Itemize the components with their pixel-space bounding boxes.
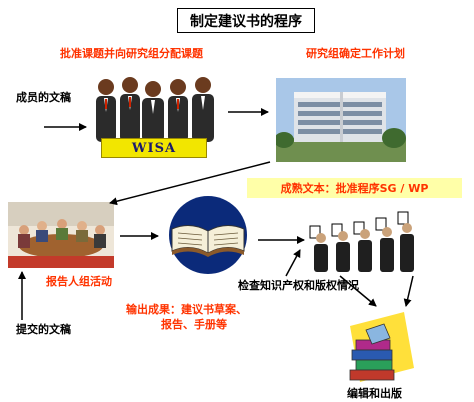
label-ip-check: 检查知识产权和版权情况 <box>238 279 359 292</box>
label-edit-publish: 编辑和出版 <box>347 387 402 400</box>
label-member-docs: 成员的文稿 <box>16 91 71 104</box>
wisa-banner: WISA <box>101 138 207 158</box>
arrow-judges-to-books-b <box>403 275 414 307</box>
team-illustration <box>90 72 222 142</box>
label-approve-assign: 批准课题并向研究组分配课题 <box>60 47 203 60</box>
final-text-label: 成熟文本：批准程序SG / WP <box>280 181 429 195</box>
label-reporter-activity: 报告人组活动 <box>46 275 112 288</box>
label-output-line1: 输出成果：建议书草案、 <box>126 303 247 316</box>
meeting-photo <box>8 202 114 268</box>
books-stack-illustration <box>340 310 416 386</box>
building-photo <box>276 78 406 162</box>
label-submitted-docs: 提交的文稿 <box>16 323 71 336</box>
judges-illustration <box>308 210 416 272</box>
arrow-judges-to-books-a <box>339 275 377 307</box>
book-illustration <box>162 195 254 275</box>
arrow-check-to-judges <box>285 249 301 277</box>
arrow-building-to-meeting <box>109 161 271 206</box>
final-text-box: 成熟文本：批准程序SG / WP <box>247 178 462 198</box>
page-title: 制定建议书的程序 <box>177 8 315 33</box>
label-output-line2: 报告、手册等 <box>161 318 227 331</box>
label-research-plan: 研究组确定工作计划 <box>306 47 405 60</box>
